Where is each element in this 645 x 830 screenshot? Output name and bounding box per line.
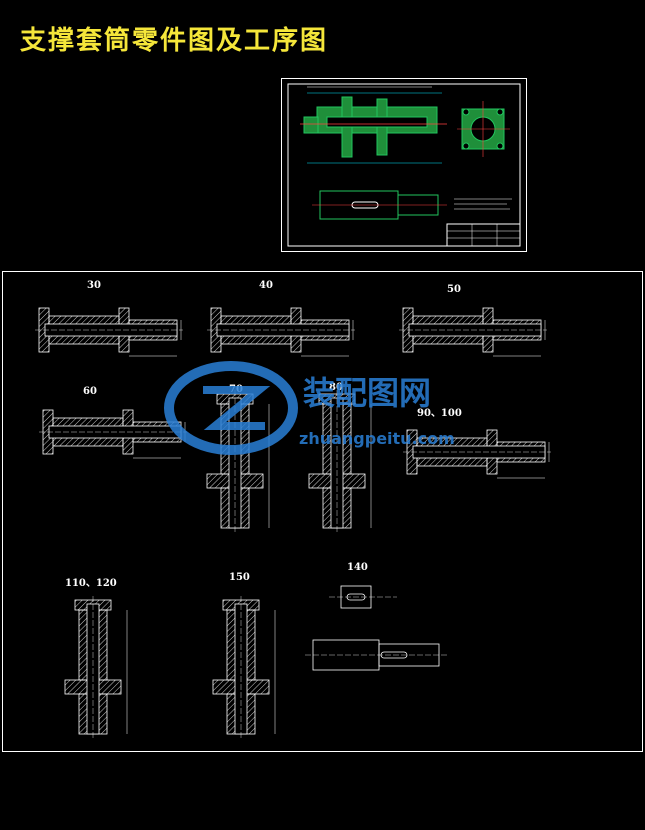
op-label-30: 30 bbox=[87, 280, 101, 291]
title-block bbox=[446, 223, 521, 247]
operation-50: 50 bbox=[398, 284, 548, 357]
op-label-40: 40 bbox=[259, 280, 273, 291]
operation-40: 40 bbox=[206, 280, 356, 357]
technical-notes bbox=[454, 198, 512, 210]
operation-90-100: 90、100 bbox=[402, 408, 552, 479]
op-label-50: 50 bbox=[447, 284, 461, 295]
op-label-60: 60 bbox=[83, 386, 97, 397]
op-label-150: 150 bbox=[229, 572, 250, 583]
part-drawing bbox=[281, 78, 527, 252]
operation-110-120: 110、120 bbox=[64, 578, 128, 741]
operation-150: 150 bbox=[212, 572, 276, 741]
watermark-url: zhuangpeitu.com bbox=[299, 429, 455, 448]
watermark-logo-icon bbox=[164, 361, 298, 455]
watermark-text: 装配图网 bbox=[303, 374, 431, 412]
watermark: 装配图网 zhuangpeitu.com bbox=[164, 361, 455, 455]
operation-60: 60 bbox=[38, 386, 188, 459]
op-label-110-120: 110、120 bbox=[65, 578, 117, 589]
operation-drawings-frame: 30 40 50 60 70 80 90、100 11 bbox=[2, 271, 643, 752]
part-end-view bbox=[457, 101, 510, 157]
part-keyway-view bbox=[312, 190, 447, 220]
op-label-90-100: 90、100 bbox=[417, 408, 462, 419]
operation-30: 30 bbox=[34, 280, 184, 357]
op-label-140: 140 bbox=[347, 562, 368, 573]
operation-140: 140 bbox=[305, 562, 447, 671]
part-section-view bbox=[300, 86, 447, 164]
page-title: 支撑套筒零件图及工序图 bbox=[20, 26, 329, 56]
operation-80: 80 bbox=[308, 382, 372, 535]
op-label-80: 80 bbox=[329, 382, 343, 393]
